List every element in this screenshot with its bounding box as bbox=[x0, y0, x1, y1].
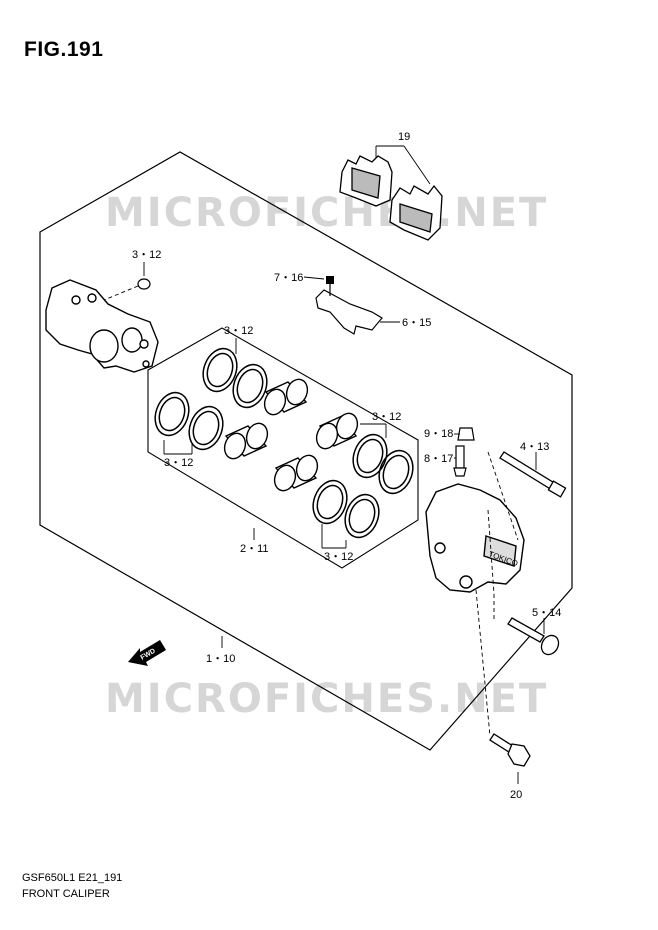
callout-5-14: 5・14 bbox=[532, 607, 561, 619]
callout-3-12-b: 3・12 bbox=[224, 325, 253, 337]
bleeder-cap-illustration bbox=[137, 278, 151, 290]
callout-6-15: 6・15 bbox=[402, 317, 431, 329]
brake-pad-set-illustration bbox=[339, 155, 443, 241]
piston-illustrations bbox=[223, 378, 359, 492]
fwd-arrow-icon: FWD bbox=[128, 640, 166, 666]
pad-spring-illustration bbox=[315, 289, 383, 335]
seal-kit-leaders bbox=[163, 338, 387, 549]
model-code: GSF650L1 E21_191 bbox=[22, 872, 123, 884]
callout-8-17: 8・17 bbox=[424, 453, 453, 465]
callout-3-12-c: 3・12 bbox=[372, 411, 401, 423]
pad-pin-long-illustration bbox=[499, 451, 567, 498]
callout-20: 20 bbox=[510, 789, 522, 801]
callout-1-10: 1・10 bbox=[206, 653, 235, 665]
callout-3-12-d: 3・12 bbox=[164, 457, 193, 469]
callout-2-11: 2・11 bbox=[240, 543, 269, 555]
seal-kit-frame bbox=[147, 327, 419, 569]
callout-3-12-a: 3・12 bbox=[132, 249, 161, 261]
leader-7-16 bbox=[303, 276, 325, 280]
caliper-left-illustration bbox=[45, 279, 159, 373]
callout-9-18: 9・18 bbox=[424, 428, 453, 440]
pad-pin-illustration bbox=[326, 276, 334, 296]
bleeder-cap-right-illustration bbox=[457, 427, 475, 441]
caliper-bolt-illustration bbox=[507, 617, 560, 656]
bolt-20-illustration bbox=[489, 733, 531, 767]
leader-19 bbox=[375, 145, 431, 185]
callout-3-12-e: 3・12 bbox=[324, 551, 353, 563]
figure-caption: FRONT CALIPER bbox=[22, 888, 110, 900]
caliper-right-illustration: TOKICO bbox=[425, 483, 525, 593]
seal-ring-illustrations bbox=[154, 347, 414, 539]
bleeder-screw-illustration bbox=[453, 445, 467, 477]
watermark-top: MICROFICHES.NET bbox=[105, 190, 548, 236]
assembly-frame bbox=[39, 151, 573, 751]
callout-7-16: 7・16 bbox=[274, 272, 303, 284]
figure-title: FIG.191 bbox=[24, 38, 104, 61]
watermark-bottom: MICROFICHES.NET bbox=[105, 676, 548, 722]
callout-4-13: 4・13 bbox=[520, 441, 549, 453]
callout-19: 19 bbox=[398, 131, 410, 143]
